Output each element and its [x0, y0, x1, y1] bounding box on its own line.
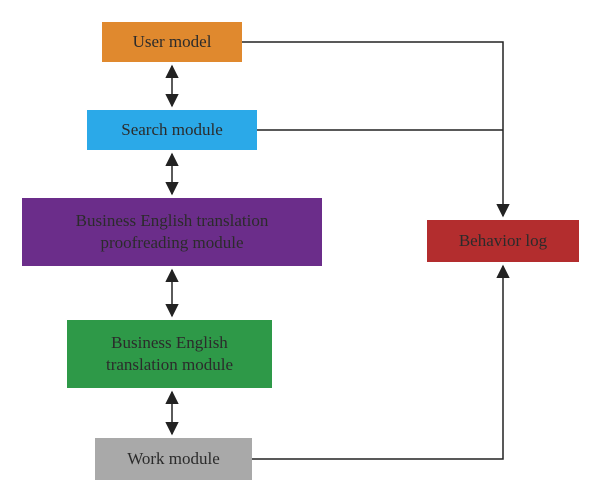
user-model-node: User model	[102, 22, 242, 62]
work-module-label: Work module	[127, 449, 220, 468]
user-model-label: User model	[132, 32, 212, 51]
search-module-label: Search module	[121, 120, 223, 139]
translation-module-node: Business English translation module	[67, 320, 272, 388]
proofreading-module-node: Business English translation proofreadin…	[22, 198, 322, 266]
behavior-log-node: Behavior log	[427, 220, 579, 262]
search-module-node: Search module	[87, 110, 257, 150]
edge-work-behavior-log	[252, 264, 510, 460]
translation-module-label: Business English translation module	[105, 333, 233, 374]
behavior-log-label: Behavior log	[458, 231, 548, 250]
edge-user-model-behavior-log	[242, 41, 510, 218]
proofreading-module-label: Business English translation proofreadin…	[75, 211, 269, 252]
work-module-node: Work module	[95, 438, 252, 480]
